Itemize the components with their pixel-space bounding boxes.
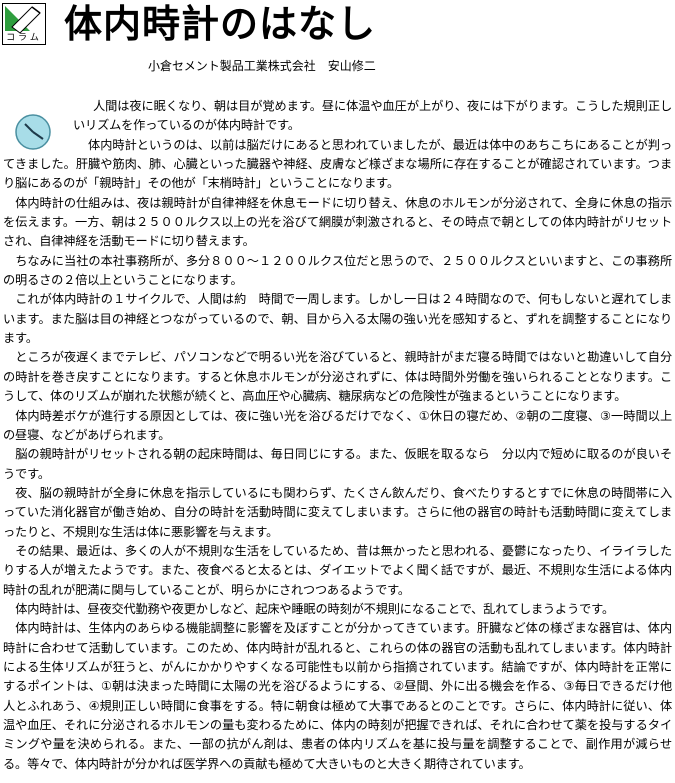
column-logo: コラム: [2, 3, 46, 45]
paragraph: ちなみに当社の本社事務所が、多分８００～１２００ルクス位だと思うので、２５００ル…: [3, 253, 672, 288]
column-label: コラム: [6, 33, 42, 43]
paragraph: ところが夜遅くまでテレビ、パソコンなどで明るい光を浴びていると、親時計がまだ寝る…: [3, 350, 672, 404]
paragraph: 脳の親時計がリセットされる朝の起床時間は、毎日同じにする。また、仮眠を取るなら …: [3, 447, 672, 481]
clock-icon: [15, 114, 51, 150]
paragraph: 体内時計の仕組みは、夜は親時計が自律神経を休息モードに切り替え、休息のホルモンが…: [3, 195, 672, 249]
paragraph: 体内時計は、昼夜交代勤務や夜更かしなど、起床や睡眠の時刻が不規則になることで、乱…: [15, 601, 615, 616]
paragraph: 体内時計は、生体内のあらゆる機能調整に影響を及ぼすことが分かってきています。肝臓…: [3, 621, 672, 771]
paragraph: これが体内時計の１サイクルで、人間は約 時間で一周します。しかし一日は２４時間な…: [3, 292, 672, 346]
paragraph: 人間は夜に眠くなり、朝は目が覚めます。昼に体温や血圧が上がり、夜には下がります。…: [73, 99, 672, 133]
page-title: 体内時計のはなし: [64, 2, 377, 46]
article-body: 人間は夜に眠くなり、朝は目が覚めます。昼に体温や血圧が上がり、夜には下がります。…: [3, 97, 672, 774]
paragraph: その結果、最近は、多くの人が不規則な生活をしているため、昔は無かったと思われる、…: [3, 543, 672, 597]
paragraph: 体内時差ボケが進行する原因としては、夜に強い光を浴びるだけでなく、①休日の寝だめ…: [3, 408, 672, 442]
paragraph: 体内時計というのは、以前は脳だけにあると思われていましたが、最近は体中のあちこち…: [3, 137, 672, 191]
author-line: 小倉セメント製品工業株式会社 安山修二: [148, 59, 376, 73]
column-logo-icon: [2, 3, 46, 45]
paragraph: 夜、脳の親時計が全身に休息を指示しているにも関わらず、たくさん飲んだり、食べたり…: [3, 485, 672, 539]
